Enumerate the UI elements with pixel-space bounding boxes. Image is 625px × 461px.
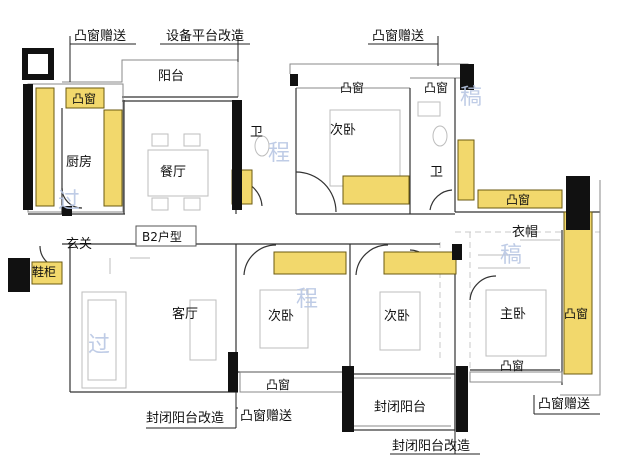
watermark-char: 程 (268, 141, 290, 166)
watermark-char: 稿 (500, 243, 522, 268)
label-bay-master-bottom: 凸窗 (500, 359, 524, 373)
room-balcony: 阳台 (158, 69, 184, 84)
kitchen-cabinet-left (35, 87, 55, 207)
window-labels: 凸窗 凸窗 凸窗 凸窗 凸窗 凸窗 凸窗 鞋柜 (32, 81, 588, 392)
kitchen-bay-window (65, 87, 105, 109)
watermark-char: 过 (58, 189, 80, 214)
label-shoe-cabinet: 鞋柜 (32, 264, 56, 279)
unit-label-box (135, 225, 197, 247)
room-bedroom-mid2: 次卧 (384, 308, 410, 324)
note-top-left: 凸窗赠送 (74, 28, 126, 44)
room-kitchen: 厨房 (66, 154, 92, 170)
bedroom-top-wardrobe (342, 175, 410, 205)
room-dining: 餐厅 (160, 164, 186, 180)
label-bay-master-side: 凸窗 (564, 307, 588, 321)
label-bay-bedroom-bottom: 凸窗 (266, 378, 290, 392)
shoe-cabinet (31, 261, 63, 285)
watermark-char: 程 (296, 287, 318, 312)
note-bottom-left2: 凸窗赠送 (240, 408, 292, 424)
room-living: 客厅 (172, 306, 198, 322)
room-closed-balcony: 封闭阳台 (374, 400, 426, 415)
walls (8, 48, 590, 432)
room-bedroom-mid1: 次卧 (268, 308, 294, 324)
unit-label: B2户型 (142, 229, 182, 244)
watermark-char: 稿 (460, 85, 482, 110)
room-foyer: 玄关 (66, 237, 92, 252)
room-wardrobe: 衣帽 (512, 224, 538, 240)
label-bay-bath2: 凸窗 (424, 81, 448, 95)
room-master: 主卧 (500, 307, 526, 322)
cabinets (31, 87, 593, 375)
room-bath1: 卫 (250, 125, 263, 140)
label-bay-wardrobe: 凸窗 (506, 193, 530, 207)
note-bottom-mid: 封闭阳台改造 (392, 439, 470, 454)
note-top-mid: 设备平台改造 (166, 28, 244, 44)
room-bath2: 卫 (430, 165, 443, 180)
label-bay-kitchen: 凸窗 (72, 92, 96, 106)
master-bay-window (563, 211, 593, 375)
annotations: 凸窗赠送 设备平台改造 凸窗赠送 封闭阳台改造 凸窗赠送 封闭阳台改造 凸窗赠送 (74, 28, 590, 454)
room-labels: 阳台 厨房 餐厅 卫 次卧 卫 衣帽 玄关 客厅 次卧 次卧 主卧 封闭阳台 (66, 69, 538, 415)
bedroom-mid2-wardrobe (383, 251, 457, 275)
note-bottom-right: 凸窗赠送 (538, 396, 590, 412)
leader-lines (69, 36, 600, 455)
room-bedroom-top: 次卧 (330, 122, 356, 138)
note-top-right: 凸窗赠送 (372, 28, 424, 44)
watermark-char: 过 (88, 333, 110, 358)
wardrobe-bay-window (477, 189, 563, 209)
bath2-cabinet (457, 139, 475, 201)
note-bottom-left: 封闭阳台改造 (146, 411, 224, 426)
bedroom-mid1-wardrobe (273, 251, 347, 275)
kitchen-cabinet-right (103, 109, 123, 207)
watermark: 过 程 稿 过 程 稿 (58, 85, 522, 358)
label-bay-bedroom-top: 凸窗 (340, 81, 364, 95)
